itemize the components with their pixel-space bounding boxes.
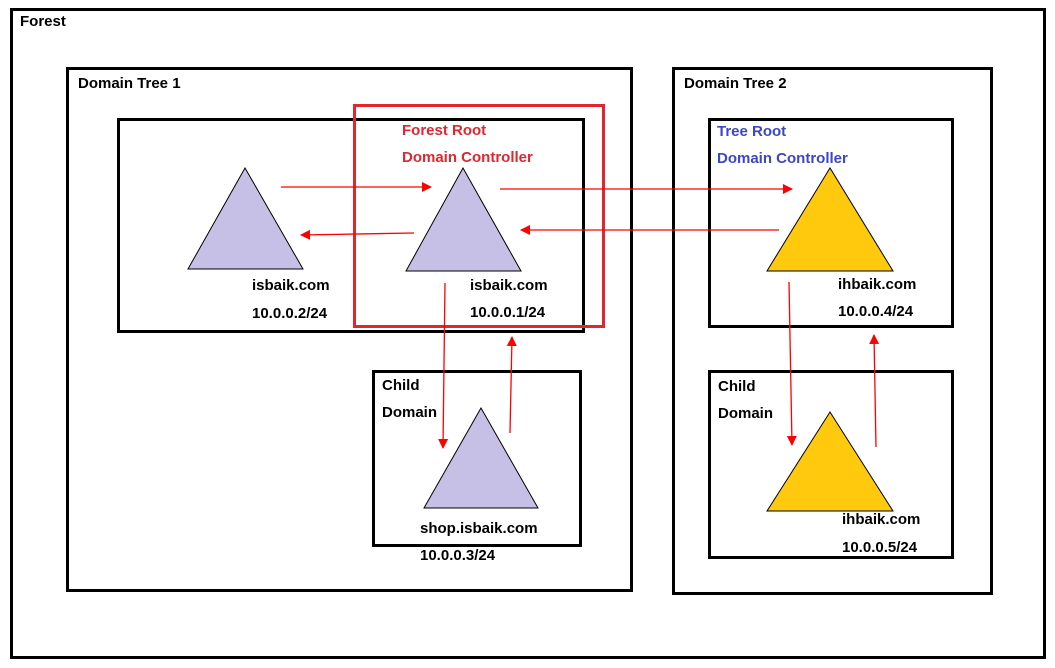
trust-arrow-child-to-tree2 (869, 334, 880, 448)
tree2-child-label-line1: Child (718, 378, 756, 395)
tree2-child-domain-box (708, 370, 954, 559)
tree1-child-label-line2: Domain (382, 404, 438, 421)
dc-tree-root-triangle (766, 167, 894, 272)
forest-root-label: Forest Root (402, 122, 487, 139)
forest-root-highlight-box (353, 104, 605, 328)
dc-left-ip: 10.0.0.2/24 (252, 305, 328, 322)
domain-tree-1-box (66, 67, 633, 592)
tree1-child-label-line1: Child (382, 377, 420, 394)
forest-box (10, 8, 1046, 659)
dc-forest-root-ip: 10.0.0.1/24 (470, 304, 546, 321)
dc-tree-root-ip: 10.0.0.4/24 (838, 303, 914, 320)
forest-root-dc-label: Domain Controller (402, 149, 533, 166)
dc-child-ihbaik-triangle (766, 411, 894, 512)
dc-child-ihbaik-name: ihbaik.com (842, 511, 921, 528)
dc-left-triangle (187, 166, 304, 270)
tree2-top-domain-box (708, 118, 954, 328)
domain-tree-2-label: Domain Tree 2 (684, 75, 787, 92)
tree1-child-domain-box (372, 370, 582, 547)
trust-arrow-tree2-to-child (786, 281, 797, 446)
dc-child-shop-ip: 10.0.0.3/24 (420, 547, 496, 564)
forest-label: Forest (20, 13, 66, 30)
trust-arrow-root-to-child (438, 282, 449, 449)
domain-tree-1-label: Domain Tree 1 (78, 75, 181, 92)
dc-child-shop-triangle (423, 406, 539, 509)
dc-forest-root-triangle (405, 166, 522, 272)
dc-left-name: isbaik.com (252, 277, 330, 294)
tree1-top-domain-box (117, 118, 585, 333)
dc-forest-root-name: isbaik.com (470, 277, 548, 294)
tree-root-dc-label: Domain Controller (717, 150, 848, 167)
tree2-child-label-line2: Domain (718, 405, 774, 422)
tree-root-label: Tree Root (717, 123, 787, 140)
trust-arrow-root-to-left (300, 229, 415, 240)
dc-child-ihbaik-ip: 10.0.0.5/24 (842, 539, 918, 556)
trust-arrow-child-to-root (506, 336, 517, 434)
dc-child-shop-name: shop.isbaik.com (420, 520, 538, 537)
domain-tree-2-box (672, 67, 993, 595)
dc-tree-root-name: ihbaik.com (838, 276, 917, 293)
